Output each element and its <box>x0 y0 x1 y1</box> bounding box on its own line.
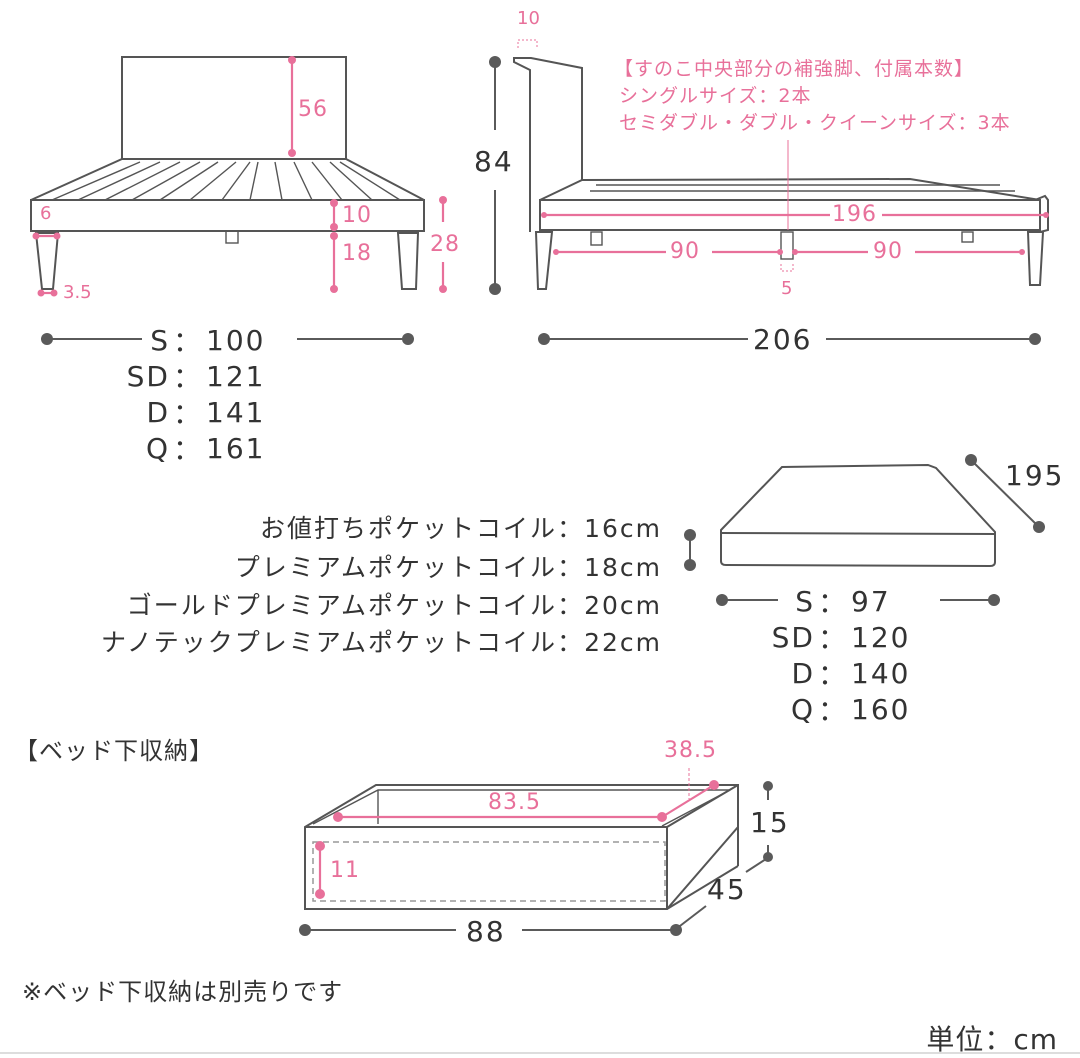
storage-box-dimensions <box>299 768 773 936</box>
mattress-width-row: Q：160 <box>745 691 941 728</box>
storage-inner-depth-label: 38.5 <box>664 738 717 763</box>
size-sep: ： <box>172 397 203 430</box>
coil-name: ゴールドプレミアムポケットコイル <box>126 591 558 620</box>
front-view-dimensions <box>32 56 447 345</box>
size-value: 161 <box>206 431 266 465</box>
size-key: Q <box>145 431 170 465</box>
storage-heading: 【ベッド下収納】 <box>14 737 214 765</box>
size-value: 141 <box>206 395 266 429</box>
mattress-length-label: 195 <box>1005 459 1065 492</box>
mattress-width-row: D：140 <box>745 655 941 692</box>
size-sep: ： <box>817 586 848 619</box>
coil-row: お値打ちポケットコイル：16cm <box>260 516 662 541</box>
coil-value: 22cm <box>584 628 662 657</box>
bottom-divider <box>0 1052 1080 1054</box>
storage-box-drawing <box>304 784 739 910</box>
unit-label: 単位：cm <box>926 1023 1058 1056</box>
coil-sep: ： <box>557 628 585 657</box>
coil-value: 20cm <box>584 591 662 620</box>
support-legs-others: セミダブル・ダブル・クイーンサイズ：3本 <box>619 112 1011 134</box>
size-key: D <box>791 656 815 690</box>
size-key: SD <box>126 359 170 393</box>
support-legs-single: シングルサイズ：2本 <box>619 85 812 107</box>
size-value: 100 <box>206 323 266 357</box>
size-key: D <box>146 395 170 429</box>
side-view-dimensions <box>489 39 1049 345</box>
coil-name: お値打ちポケットコイル <box>260 514 558 543</box>
storage-inner-width-label: 83.5 <box>488 790 541 815</box>
size-value: 160 <box>851 692 911 726</box>
leg-height-label: 18 <box>342 241 372 266</box>
front-view-bed <box>30 56 425 290</box>
size-sep: ： <box>817 622 848 655</box>
bed-width-row: S：100 <box>100 322 296 359</box>
storage-outer-height-label: 15 <box>750 806 790 839</box>
leg-top-width-label: 6 <box>40 203 52 224</box>
coil-name: ナノテックプレミアムポケットコイル <box>101 628 558 657</box>
mattress-drawing <box>720 463 996 568</box>
coil-row: ゴールドプレミアムポケットコイル：20cm <box>127 593 662 618</box>
size-value: 140 <box>851 656 911 690</box>
total-length-label: 206 <box>753 323 813 356</box>
coil-sep: ： <box>557 514 585 543</box>
coil-sep: ： <box>557 553 585 582</box>
bed-width-row: Q：161 <box>100 430 296 467</box>
leg-span-left-label: 90 <box>670 239 700 264</box>
size-value: 97 <box>851 584 891 618</box>
total-height-label: 84 <box>474 145 514 178</box>
frame-length-label: 196 <box>832 202 877 227</box>
leg-bottom-width-label: 3.5 <box>63 282 92 303</box>
mattress-dimensions <box>684 454 1045 606</box>
support-legs-title: 【すのこ中央部分の補強脚、付属本数】 <box>614 58 975 80</box>
storage-sold-separately-note: ※ベッド下収納は別売りです <box>22 978 344 1006</box>
size-key: S <box>795 584 815 618</box>
mattress-width-row: S：97 <box>745 583 941 620</box>
coil-value: 16cm <box>584 514 662 543</box>
size-sep: ： <box>172 361 203 394</box>
size-value: 120 <box>851 620 911 654</box>
mattress-width-list: S：97 SD：120 D：140 Q：160 <box>745 583 941 728</box>
coil-sep: ： <box>557 591 585 620</box>
bed-width-list: S：100 SD：121 D：141 Q：161 <box>100 322 296 467</box>
headboard-depth-label: 10 <box>517 8 540 29</box>
bed-width-row: D：141 <box>100 394 296 431</box>
coil-value: 18cm <box>584 553 662 582</box>
storage-outer-depth-label: 45 <box>707 873 747 906</box>
size-sep: ： <box>172 325 203 358</box>
mattress-width-row: SD：120 <box>745 619 941 656</box>
headboard-height-label: 56 <box>298 97 328 122</box>
coil-name: プレミアムポケットコイル <box>234 553 558 582</box>
center-leg-width-label: 5 <box>781 278 793 299</box>
size-sep: ： <box>817 694 848 727</box>
frame-thickness-label: 10 <box>342 203 372 228</box>
leg-span-right-label: 90 <box>873 239 903 264</box>
size-value: 121 <box>206 359 266 393</box>
size-sep: ： <box>172 433 203 466</box>
size-key: SD <box>771 620 815 654</box>
floor-to-top-label: 28 <box>430 232 460 257</box>
size-key: S <box>150 323 170 357</box>
storage-inner-height-label: 11 <box>330 858 360 883</box>
size-sep: ： <box>817 658 848 691</box>
bed-width-row: SD：121 <box>100 358 296 395</box>
storage-outer-width-label: 88 <box>466 915 506 948</box>
coil-row: ナノテックプレミアムポケットコイル：22cm <box>101 630 662 655</box>
coil-row: プレミアムポケットコイル：18cm <box>235 555 662 580</box>
size-key: Q <box>790 692 815 726</box>
